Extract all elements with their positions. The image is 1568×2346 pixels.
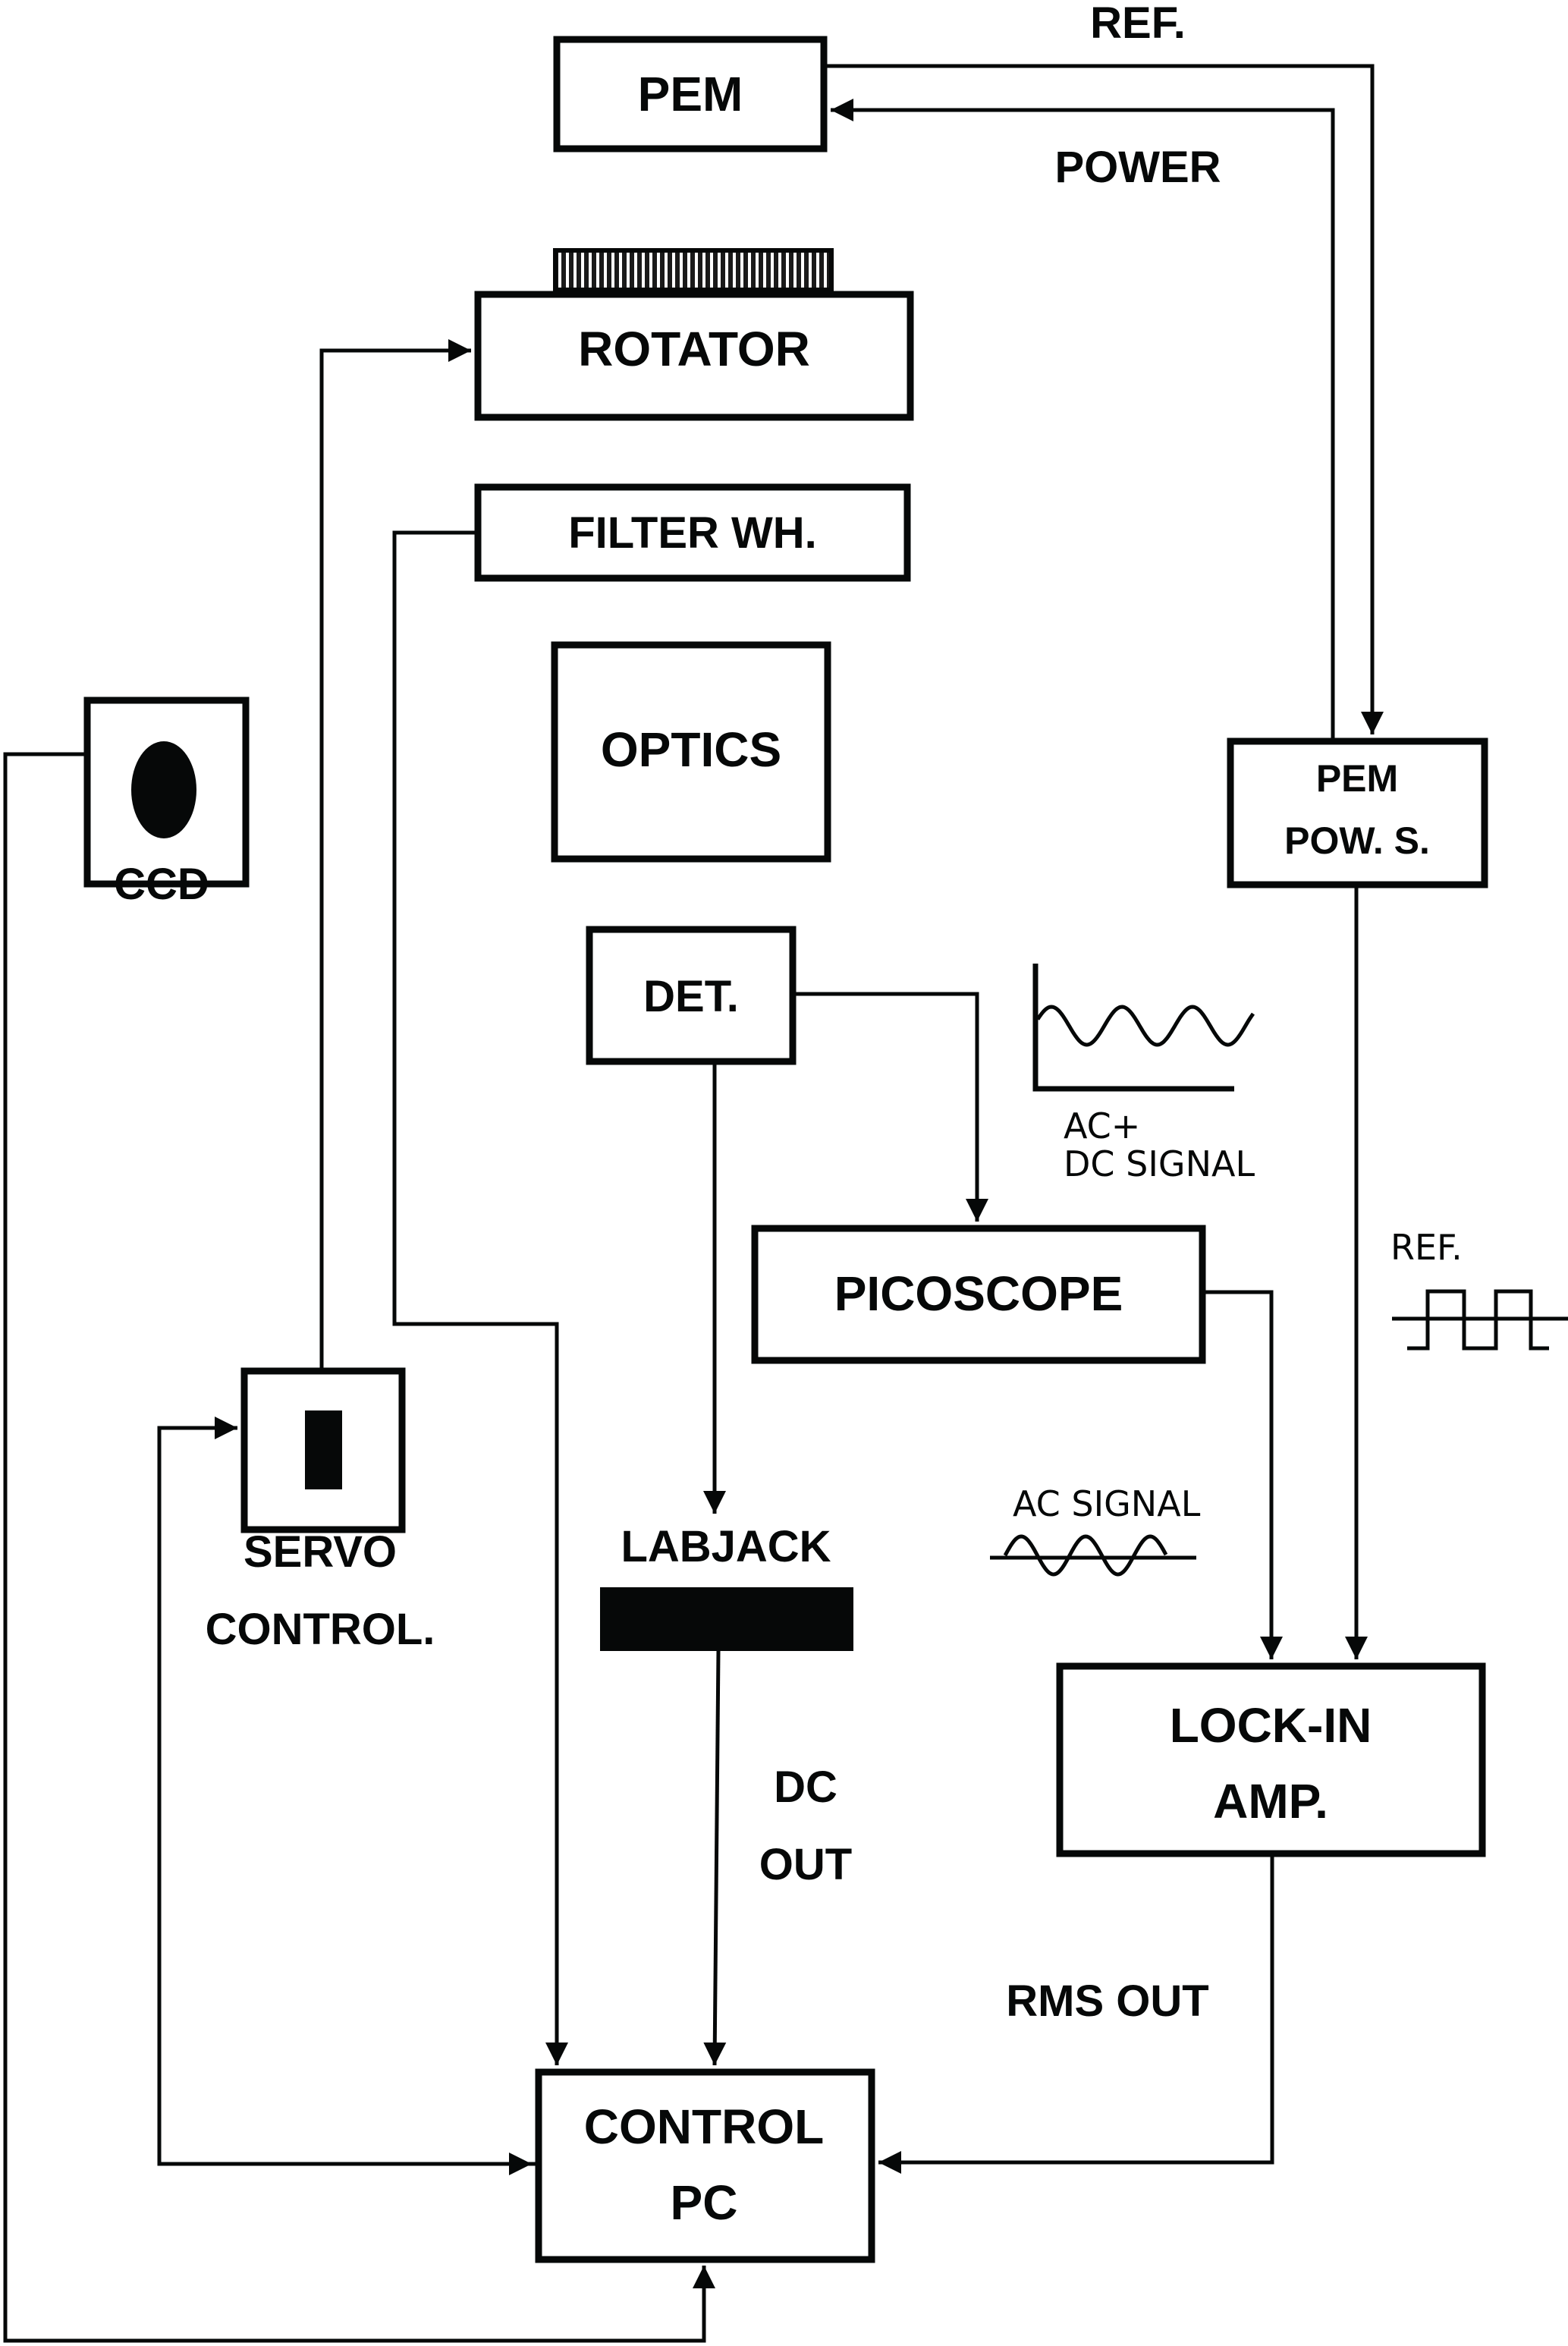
ccd-block: CCD [83, 697, 250, 909]
servo-label-line2: CONTROL. [206, 1605, 435, 1654]
det-to-picoscope-line [796, 992, 988, 1222]
dc-out-label-line1: DC [774, 1763, 837, 1812]
servo-controller-block: SERVO CONTROL. [206, 1367, 435, 1654]
lockin-to-pc-line [878, 1857, 1274, 2174]
pem-ps-label-line1: PEM [1316, 757, 1398, 800]
labjack-block: LABJACK [600, 1522, 853, 1651]
rotator-label: ROTATOR [578, 322, 810, 376]
detector-block: DET. [586, 926, 797, 1065]
ac-dc-label-line2: DC SIGNAL [1064, 1143, 1255, 1184]
ref-connection-line [827, 64, 1384, 734]
rotator-knob-icon [553, 248, 834, 292]
optics-label: OPTICS [601, 722, 781, 777]
rotator-block: ROTATOR [474, 248, 914, 421]
dc-out-label-line2: OUT [759, 1840, 852, 1889]
ac-signal-icon: AC SIGNAL [990, 1483, 1201, 1577]
servo-icon [305, 1410, 342, 1489]
ref-square-wave-icon: REF. [1390, 1227, 1568, 1351]
pc-label-line2: PC [671, 2175, 738, 2230]
picoscope-label: PICOSCOPE [834, 1266, 1123, 1321]
lock-in-amp-block: LOCK-IN AMP. [1056, 1662, 1486, 1857]
ac-signal-label: AC SIGNAL [1013, 1483, 1201, 1524]
ref-top-label: REF. [1090, 0, 1186, 48]
labjack-device-icon [600, 1587, 853, 1651]
power-label: POWER [1054, 143, 1221, 192]
pem-ps-label-line2: POW. S. [1284, 819, 1430, 862]
ccd-to-pc-line [3, 752, 715, 2343]
ac-dc-signal-icon: AC+ DC SIGNAL [1032, 964, 1255, 1184]
servo-to-rotator-line [319, 339, 471, 1368]
detector-label: DET. [643, 972, 739, 1021]
servo-label-line1: SERVO [244, 1527, 397, 1577]
ccd-sensor-icon [131, 741, 196, 838]
optics-block: OPTICS [551, 641, 831, 863]
picoscope-block: PICOSCOPE [751, 1225, 1206, 1364]
filter-wheel-block: FILTER WH. [474, 483, 911, 582]
ref-side-label: REF. [1390, 1227, 1463, 1268]
pem-power-supply-block: PEM POW. S. [1227, 737, 1488, 888]
ac-dc-label-line1: AC+ [1064, 1105, 1140, 1146]
filter-wheel-to-pc-line [392, 530, 568, 2065]
pc-label-line1: CONTROL [584, 2099, 824, 2154]
control-pc-block: CONTROL PC [535, 2068, 875, 2263]
labjack-label: LABJACK [621, 1522, 831, 1571]
pem-label: PEM [638, 67, 743, 121]
lockin-label-line1: LOCK-IN [1170, 1698, 1372, 1753]
pem-block: PEM [553, 36, 828, 153]
rms-out-label: RMS OUT [1006, 1976, 1208, 2026]
labjack-to-pc-line [703, 1650, 727, 2066]
ccd-label: CCD [114, 860, 209, 909]
filter-wheel-label: FILTER WH. [568, 508, 817, 558]
picoscope-to-lockin-line [1205, 1290, 1283, 1659]
lockin-label-line2: AMP. [1213, 1774, 1328, 1829]
power-connection-line [831, 99, 1335, 738]
